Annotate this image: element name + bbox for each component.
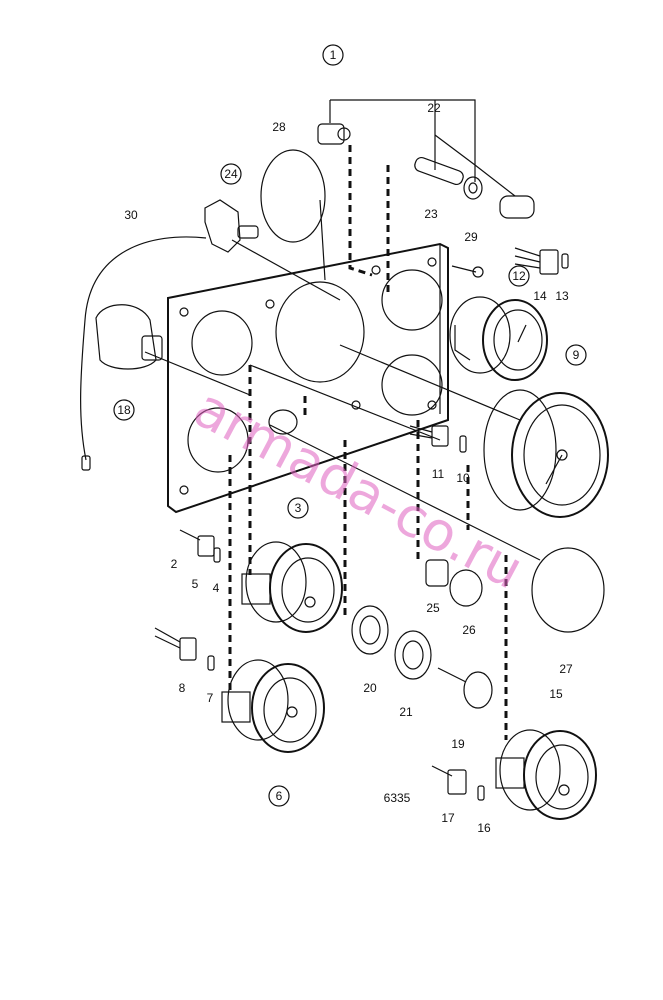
callout-11: 11 <box>432 467 445 481</box>
part-25-switch <box>425 559 449 587</box>
callout-9: 9 <box>573 348 580 362</box>
part-14-connector <box>514 247 569 275</box>
part-12-gauge <box>449 296 548 381</box>
part-26-cap <box>449 569 483 607</box>
part-15-gauge <box>495 729 597 820</box>
leader-lines <box>144 99 541 561</box>
callout-5: 5 <box>192 577 199 591</box>
callout-15: 15 <box>549 687 563 701</box>
drawing-number: 6335 <box>384 791 411 805</box>
part-6-gauge <box>221 659 325 753</box>
part-20-ring <box>351 605 389 655</box>
callout-3: 3 <box>295 501 302 515</box>
callout-16: 16 <box>477 821 491 835</box>
callout-26: 26 <box>462 623 476 637</box>
callout-22: 22 <box>427 101 441 115</box>
callout-17: 17 <box>441 811 455 825</box>
part-27-glass <box>531 547 605 633</box>
part-29-screw <box>451 265 484 278</box>
callout-19: 19 <box>451 737 465 751</box>
part-5-connector <box>179 529 221 563</box>
part-30-cable <box>80 236 207 471</box>
callout-29: 29 <box>464 230 478 244</box>
watermark: armada-co.ru <box>184 376 533 602</box>
callout-7: 7 <box>207 691 214 705</box>
instrument-panel-plate <box>167 242 449 514</box>
callout-labels: 1 2 3 4 5 6 7 8 9 10 11 12 13 14 15 16 1… <box>113 44 587 835</box>
callout-14: 14 <box>533 289 547 303</box>
part-3-gauge <box>241 541 343 633</box>
callout-24: 24 <box>224 167 238 181</box>
part-9-tachometer <box>483 389 609 518</box>
callout-8: 8 <box>179 681 186 695</box>
callout-6: 6 <box>276 789 283 803</box>
callout-12: 12 <box>512 269 526 283</box>
part-17-connector <box>431 765 485 801</box>
callout-23: 23 <box>424 207 438 221</box>
callout-18: 18 <box>117 403 131 417</box>
part-24-knob <box>204 199 259 253</box>
callout-13: 13 <box>555 289 569 303</box>
part-18-sender-unit <box>95 304 163 370</box>
callout-20: 20 <box>363 681 377 695</box>
part-8-connector <box>154 627 215 671</box>
part-11-connector <box>409 425 467 453</box>
callout-10: 10 <box>456 471 470 485</box>
part-28-lamp-holder <box>260 123 351 243</box>
callout-28: 28 <box>272 120 286 134</box>
assembly-lines <box>228 145 508 740</box>
callout-2: 2 <box>171 557 178 571</box>
callout-1: 1 <box>330 48 337 62</box>
callout-25: 25 <box>426 601 440 615</box>
callout-27: 27 <box>559 662 573 676</box>
callout-4: 4 <box>213 581 220 595</box>
callout-21: 21 <box>399 705 413 719</box>
part-23-fuse <box>414 156 535 219</box>
callout-30: 30 <box>124 208 138 222</box>
part-19-key <box>437 667 493 709</box>
part-21-ring <box>394 630 432 680</box>
